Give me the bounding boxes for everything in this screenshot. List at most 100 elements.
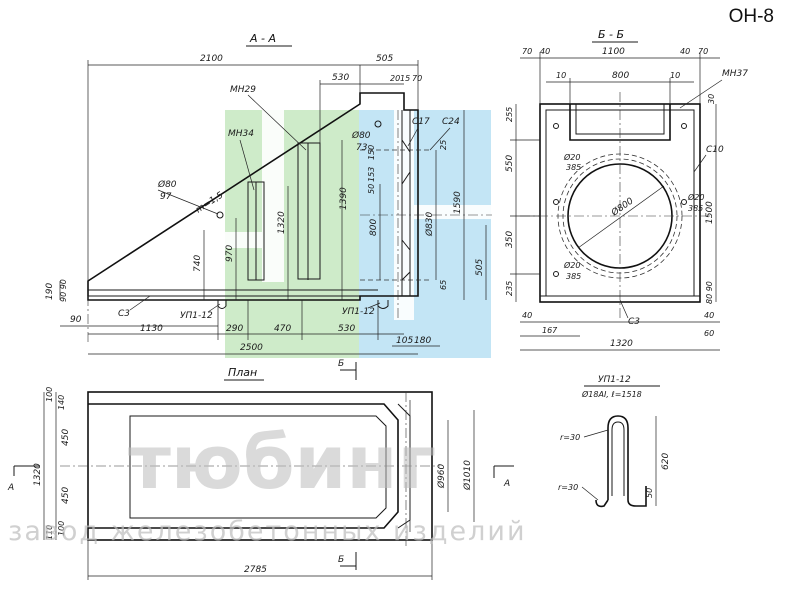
mark-up-left: УП1-12 (180, 311, 213, 321)
dim-bb-167: 167 (542, 326, 558, 335)
section-aa-view: А - А 2100 505 5 (45, 32, 492, 355)
dim-65: 65 (439, 280, 448, 290)
dim-bb-40d: 40 (704, 311, 714, 320)
dim-bb-1100: 1100 (602, 47, 625, 57)
hole-bb-o20-b: Ø20 (687, 192, 704, 202)
dim-bb-800-circle: Ø800 (609, 195, 636, 219)
dim-470: 470 (274, 324, 291, 334)
bar-spec: Ø18АI, ℓ=1518 (581, 389, 642, 399)
dim-bb-70b: 70 (698, 47, 708, 56)
logo-white-slot-3 (225, 232, 262, 248)
dim-15: 15 (400, 74, 410, 83)
dim-bb-10b: 10 (670, 71, 680, 80)
hole-73 (374, 120, 382, 128)
dim-180: 180 (414, 336, 431, 346)
dim-plan-1320: 1320 (33, 463, 43, 486)
dim-bb-70a: 70 (522, 47, 532, 56)
section-bb-title: Б - Б (598, 28, 624, 41)
hole-97 (216, 211, 224, 219)
dim-bb-40c: 40 (522, 311, 532, 320)
dim-830: Ø830 (424, 211, 435, 237)
dim-190: 190 (45, 283, 55, 300)
section-mark-b-top: Б (338, 359, 344, 369)
dim-800: 800 (369, 219, 379, 236)
dim-bb-40b: 40 (680, 47, 690, 56)
dim-105: 105 (396, 336, 413, 346)
dim-bb-350: 350 (505, 231, 515, 248)
section-bb-view: Б - Б Ø800 70 40 1100 40 70 10 800 10 (505, 28, 748, 351)
dim-90: 90 (70, 315, 82, 325)
section-mark-b-bottom: Б (338, 555, 344, 565)
dim-bb-255: 255 (505, 107, 514, 122)
logo-white-slot-4 (414, 205, 491, 219)
section-mark-a-left: А (7, 483, 14, 493)
mark-s24: С24 (442, 117, 460, 127)
hole-bb-385-c: 385 (566, 272, 581, 281)
dim-1130: 1130 (140, 324, 163, 334)
dim-25: 25 (439, 140, 448, 150)
dim-plan-110: 110 (45, 525, 54, 540)
logo-white-slot-1 (262, 110, 284, 282)
dim-plan-450a: 450 (61, 429, 71, 446)
hole-label-80-97: Ø80 (157, 179, 177, 190)
mark-mn29: МН29 (230, 85, 256, 95)
dim-740: 740 (193, 255, 203, 272)
drawing-code: ОН-8 (728, 6, 774, 27)
dim-150: 150 (367, 145, 376, 160)
dim-505-right: 505 (475, 259, 485, 276)
hole-bb-385-b: 385 (688, 204, 703, 213)
hole-bb-o20-c: Ø20 (563, 260, 580, 270)
mark-up-right: УП1-12 (342, 307, 375, 317)
dim-153: 153 (367, 167, 376, 182)
bar-title: УП1-12 (598, 375, 631, 385)
mark-s17: С17 (412, 117, 430, 127)
logo-color-blocks (225, 110, 491, 358)
dim-bb-30: 30 (707, 94, 716, 104)
hole-bb-385-a: 385 (566, 163, 581, 172)
dim-plan-2785: 2785 (244, 565, 267, 575)
dim-2100: 2100 (200, 54, 223, 64)
mesh-mn29 (297, 142, 321, 280)
bar-r30-bottom: r=30 (558, 483, 578, 492)
dim-bb-1500: 1500 (705, 201, 715, 224)
dim-505-top: 505 (376, 54, 393, 64)
dim-70: 70 (412, 74, 422, 83)
bar-shape (595, 415, 647, 508)
dim-530-bottom: 530 (338, 324, 355, 334)
dim-plan-450b: 450 (61, 487, 71, 504)
dim-bb-80-90: 80 90 (705, 281, 714, 304)
watermark-tagline: завод железобетонных изделий (8, 516, 527, 547)
hole-bb-o20-a: Ø20 (563, 152, 580, 162)
logo-blue-block (359, 110, 491, 358)
dim-1590: 1590 (453, 191, 463, 214)
dim-290: 290 (226, 324, 243, 334)
dim-90-90: 90 90 (59, 279, 68, 302)
dim-2500: 2500 (240, 343, 263, 353)
dim-bb-800: 800 (612, 71, 629, 81)
hole-depth-97: 97 (160, 192, 172, 202)
dim-530-top: 530 (332, 73, 349, 83)
dim-plan-140: 140 (57, 395, 66, 410)
dim-bb-1320: 1320 (610, 339, 633, 349)
dim-plan-100a: 100 (45, 387, 54, 402)
dim-bb-235: 235 (505, 281, 514, 296)
mark-s10: С10 (706, 145, 724, 155)
plan-view: План 100 140 450 450 110 100 1320 А А Б … (7, 359, 514, 580)
section-aa-title: А - А (249, 32, 276, 45)
bar-dim-620: 620 (661, 453, 671, 470)
dim-bb-10a: 10 (556, 71, 566, 80)
dim-50: 50 (367, 184, 376, 194)
hole-label-80-73: Ø80 (351, 130, 371, 141)
dim-1390: 1390 (339, 187, 349, 210)
section-bb-outline (539, 103, 701, 303)
dim-bb-60: 60 (704, 329, 714, 338)
bar-dim-50: 50 (645, 488, 654, 498)
dim-bb-40a: 40 (540, 47, 550, 56)
dim-bb-550: 550 (505, 155, 515, 172)
mark-mn37: МН37 (722, 69, 748, 79)
plan-title: План (228, 366, 257, 379)
dim-plan-100b: 100 (57, 521, 66, 536)
mark-mn34: МН34 (228, 129, 254, 139)
section-mark-a-right: А (503, 479, 510, 489)
